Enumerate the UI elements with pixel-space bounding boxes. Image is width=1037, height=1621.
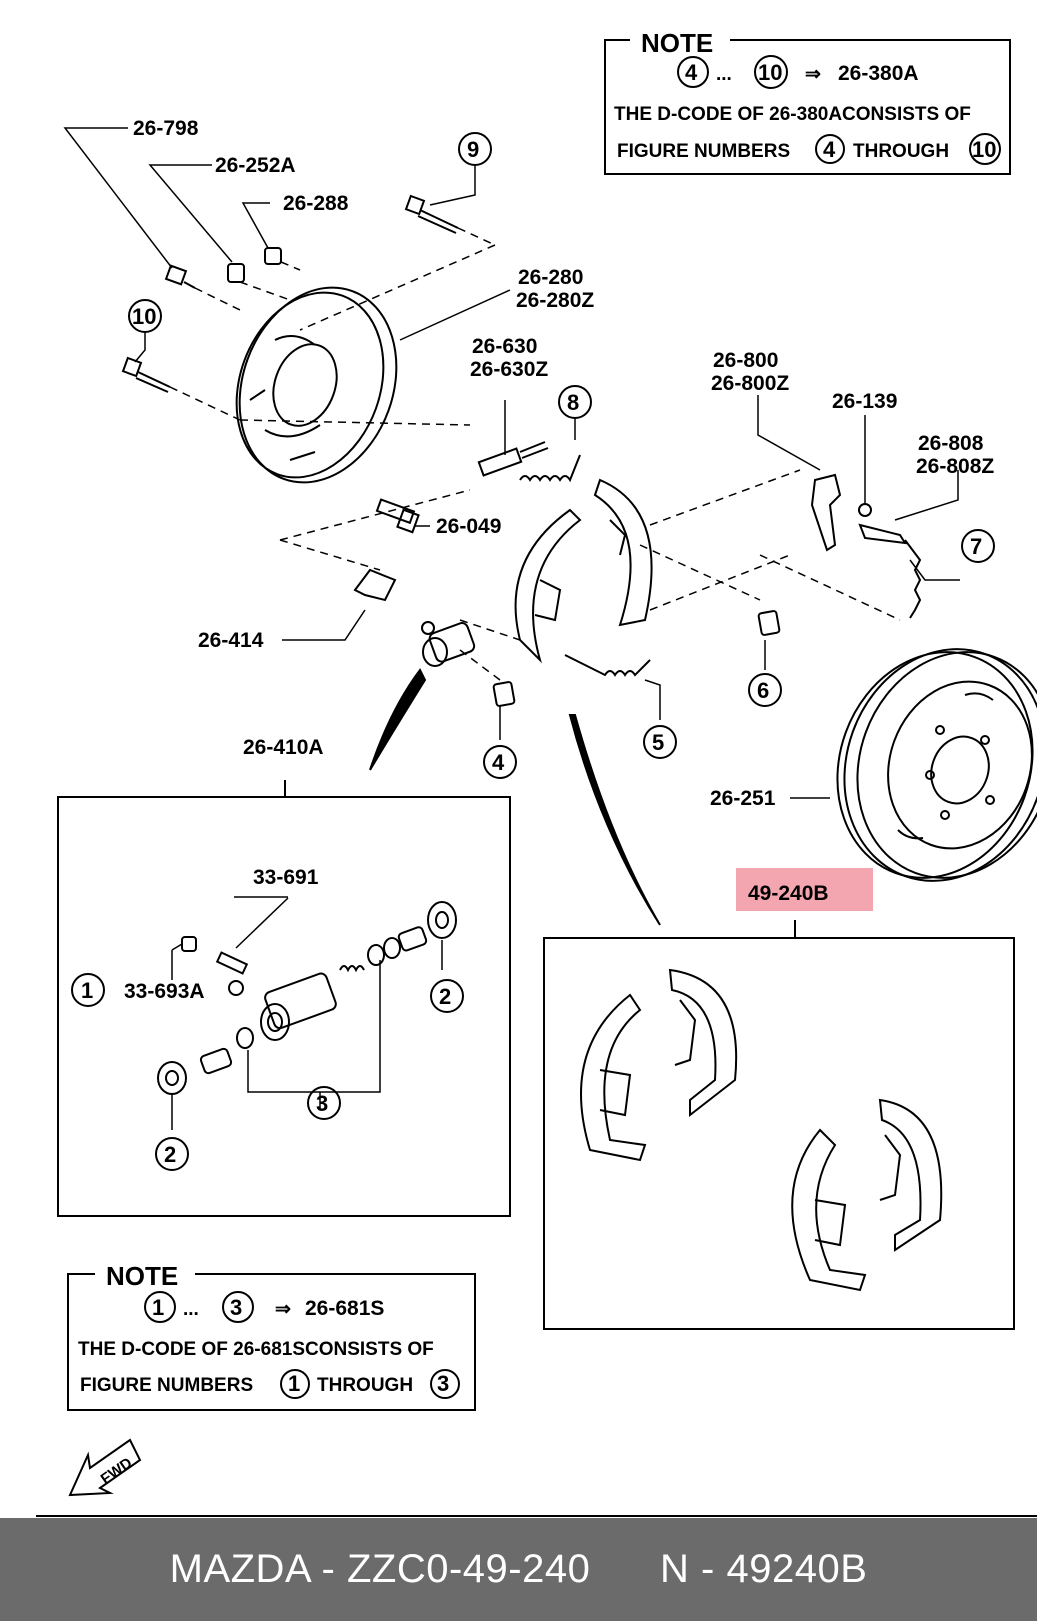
highlight-49-240B xyxy=(736,868,873,911)
fwd-arrow-icon xyxy=(68,1438,142,1497)
note-top-circle-4: 4 xyxy=(823,137,836,162)
label-26-800: 26-800 xyxy=(713,349,778,372)
backing-plate-drawing xyxy=(235,286,398,484)
callout-2-lower: 2 xyxy=(164,1142,176,1167)
label-26-252A: 26-252A xyxy=(215,154,296,177)
callout-4: 4 xyxy=(492,750,505,775)
note-bottom-ellipsis: ... xyxy=(183,1299,199,1320)
note-top-circle-10: 10 xyxy=(972,137,996,162)
note-top-line3a: FIGURE NUMBERS xyxy=(617,141,790,162)
bolt-9-drawing xyxy=(404,194,459,234)
callout-7: 7 xyxy=(970,534,982,559)
label-26-280Z: 26-280Z xyxy=(516,289,594,312)
label-26-280: 26-280 xyxy=(518,266,583,289)
note-top-title: NOTE xyxy=(641,28,713,58)
label-26-808: 26-808 xyxy=(918,432,984,455)
label-leader-lines xyxy=(63,127,960,799)
note-bottom-range-start: 1 xyxy=(152,1295,164,1320)
callout-9: 9 xyxy=(467,137,479,162)
label-33-693A: 33-693A xyxy=(124,980,205,1003)
spring-7-drawing xyxy=(904,539,922,619)
nut-26-288-drawing xyxy=(264,247,282,265)
footer-bar: MAZDA - ZZC0-49-240 N - 49240B xyxy=(0,1518,1037,1621)
brake-shoes-center-drawing xyxy=(514,478,653,664)
bolt-26-049-drawing xyxy=(375,498,420,534)
note-bottom-range-end: 3 xyxy=(230,1295,242,1320)
label-26-414: 26-414 xyxy=(198,629,264,652)
lever-26-800-drawing xyxy=(810,473,872,552)
note-bottom-circle-3: 3 xyxy=(437,1371,449,1396)
bolt-10-drawing xyxy=(121,356,171,393)
callout-5: 5 xyxy=(652,730,664,755)
nut-26-252A-drawing xyxy=(227,263,245,283)
label-49-240B: 49-240B xyxy=(748,882,829,905)
note-bottom-line3b: THROUGH xyxy=(317,1375,413,1396)
label-26-049: 26-049 xyxy=(436,515,501,538)
callout-2-upper: 2 xyxy=(439,984,451,1009)
callout-10: 10 xyxy=(132,304,156,329)
wheel-cylinder-drawing xyxy=(421,621,476,667)
note-bottom-code: 26-681S xyxy=(305,1297,384,1320)
label-26-800Z: 26-800Z xyxy=(711,372,789,395)
note-top-line3b: THROUGH xyxy=(853,141,949,162)
note-bottom-line3a: FIGURE NUMBERS xyxy=(80,1375,253,1396)
pad-6-drawing xyxy=(757,610,781,636)
label-26-251: 26-251 xyxy=(710,787,776,810)
cylinder-leader-lines xyxy=(171,896,443,1130)
label-26-288: 26-288 xyxy=(283,192,349,215)
shoe-set-box xyxy=(543,937,1015,1330)
strut-26-808-drawing xyxy=(858,523,907,545)
assembly-lines xyxy=(169,227,901,681)
spring-5-drawing xyxy=(564,654,651,677)
note-top-code: 26-380A xyxy=(838,62,919,85)
callout-wedge-right xyxy=(568,714,661,926)
spring-8-drawing xyxy=(519,454,581,483)
note-top-range-start: 4 xyxy=(685,60,698,85)
callout-6: 6 xyxy=(757,678,769,703)
note-bottom-line2: THE D-CODE OF 26-681SCONSISTS OF xyxy=(78,1339,434,1360)
callout-8: 8 xyxy=(567,390,579,415)
note-top-ellipsis: ... xyxy=(716,64,732,85)
note-top-line2: THE D-CODE OF 26-380ACONSISTS OF xyxy=(614,104,971,125)
callout-1: 1 xyxy=(81,978,93,1003)
label-33-691: 33-691 xyxy=(253,866,319,889)
footer-spacer xyxy=(590,1547,660,1592)
note-top-arrow: ⇒ xyxy=(805,64,821,85)
footer-brand: MAZDA - ZZC0-49-240 xyxy=(169,1547,591,1591)
cylinder-parts-drawing xyxy=(157,901,457,1095)
callout-wedge-left xyxy=(369,668,427,771)
note-bottom-circle-1: 1 xyxy=(288,1371,300,1396)
bolt-26-798-drawing xyxy=(164,264,196,289)
callout-circles xyxy=(71,55,1001,1399)
note-bottom-arrow: ⇒ xyxy=(275,1299,291,1320)
label-26-630Z: 26-630Z xyxy=(470,358,548,381)
pad-4-drawing xyxy=(492,681,516,707)
label-26-410A: 26-410A xyxy=(243,736,324,759)
callout-3: 3 xyxy=(316,1091,328,1116)
label-26-798: 26-798 xyxy=(133,117,199,140)
note-bottom-title: NOTE xyxy=(106,1261,178,1291)
label-26-808Z: 26-808Z xyxy=(916,455,994,478)
footer-code: N - 49240B xyxy=(660,1547,868,1591)
note-box-bottom xyxy=(67,1273,476,1411)
brake-drum-drawing xyxy=(836,648,1037,882)
clip-26-414-drawing xyxy=(353,568,397,602)
adjuster-26-630-drawing xyxy=(477,441,549,477)
note-top-range-end: 10 xyxy=(758,60,782,85)
shoe-set-drawing xyxy=(580,968,943,1292)
label-26-139: 26-139 xyxy=(832,390,897,413)
label-26-630: 26-630 xyxy=(472,335,537,358)
brake-exploded-diagram: 26-798 26-252A 26-288 26-280 26-280Z 26-… xyxy=(36,28,1037,1517)
note-box-top xyxy=(604,39,1011,175)
